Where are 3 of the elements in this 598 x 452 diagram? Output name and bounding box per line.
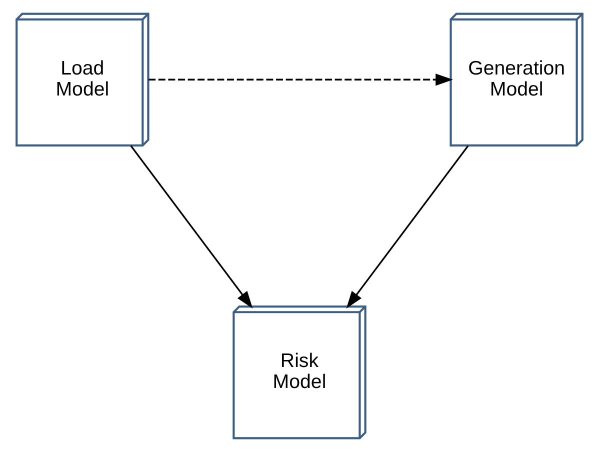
arrow <box>130 145 252 308</box>
arrow <box>148 74 452 86</box>
arrow <box>346 145 468 308</box>
